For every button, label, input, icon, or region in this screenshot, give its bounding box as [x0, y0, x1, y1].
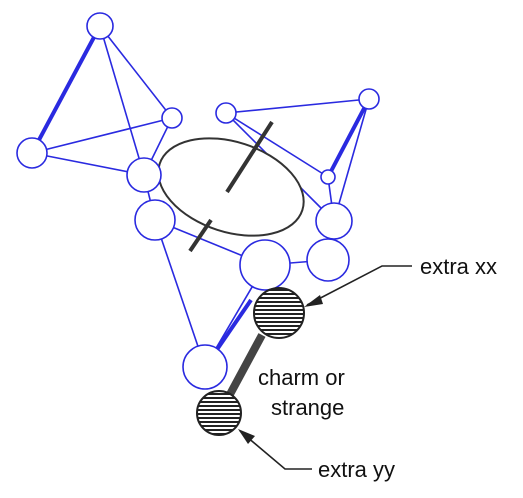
callout-xx: [304, 265, 412, 307]
node: [86, 12, 114, 40]
edge: [30, 25, 102, 154]
node: [126, 157, 162, 193]
callout-yy-line: [239, 430, 312, 470]
ellipse-group: [157, 120, 305, 253]
extra-yy-label: extra yy: [318, 457, 395, 482]
edge: [99, 25, 145, 176]
edge: [31, 117, 173, 154]
callout-xx-line: [306, 265, 412, 306]
edge: [333, 98, 370, 222]
edge: [225, 112, 329, 178]
ellipse-bar-upper: [225, 120, 274, 194]
node: [182, 344, 228, 390]
node: [161, 107, 183, 129]
ellipse-bar-lower: [188, 218, 213, 253]
node: [215, 102, 237, 124]
callout-yy-arrowhead: [238, 429, 255, 444]
node: [320, 169, 336, 185]
node: [306, 238, 350, 282]
edge: [154, 219, 206, 368]
node: [239, 239, 291, 291]
charm-strange-link: [224, 333, 266, 400]
extra-yy-node: [196, 390, 242, 436]
edge: [225, 98, 370, 114]
callout-yy: [238, 429, 312, 470]
node: [16, 137, 48, 169]
extra-xx-node: [253, 287, 305, 339]
edge: [99, 25, 173, 119]
extra-xx-label: extra xx: [420, 254, 497, 279]
network-nodes: [16, 12, 380, 390]
node: [134, 199, 176, 241]
node: [358, 88, 380, 110]
callout-xx-arrowhead: [304, 295, 323, 307]
node: [315, 202, 353, 240]
charm-label-line1: charm or: [258, 365, 345, 390]
edge: [326, 98, 371, 178]
charm-label-line2: strange: [271, 395, 344, 420]
edge: [31, 152, 145, 176]
